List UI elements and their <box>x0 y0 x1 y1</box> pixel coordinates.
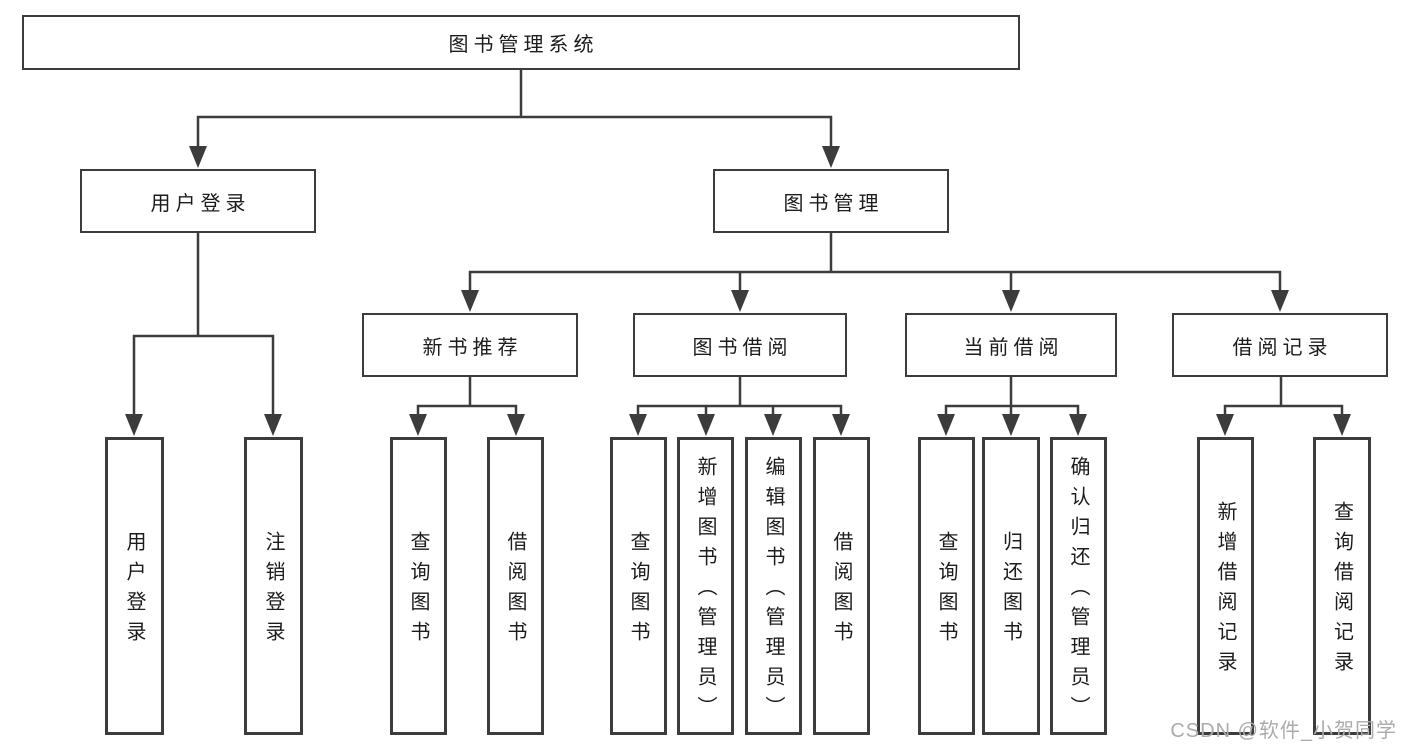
connector-book-borrowing-children <box>629 377 850 436</box>
node-library-management-system: 图书管理系统 <box>22 15 1020 70</box>
node-user-login-leaf: 用户登录 <box>105 437 164 735</box>
node-borrow-books-leaf: 借阅图书 <box>813 437 870 735</box>
node-edit-book-admin: 编辑图书（管理员） <box>745 437 802 735</box>
node-user-login: 用户登录 <box>80 169 316 233</box>
node-borrow-books-recommend: 借阅图书 <box>487 437 544 735</box>
node-add-borrow-record: 新增借阅记录 <box>1197 437 1254 735</box>
node-new-book-recommendation: 新书推荐 <box>362 313 578 377</box>
connector-borrowing-records-children <box>1216 377 1351 436</box>
watermark-text: CSDN @软件_小贺同学 <box>1170 720 1397 742</box>
node-confirm-return-admin: 确认归还（管理员） <box>1050 437 1107 735</box>
node-return-book: 归还图书 <box>982 437 1040 735</box>
connector-user-login-children <box>125 233 282 436</box>
connector-new-book-recommendation-children <box>409 377 525 436</box>
node-logout: 注销登录 <box>244 437 303 735</box>
node-borrowing-records: 借阅记录 <box>1172 313 1388 377</box>
node-book-management: 图书管理 <box>713 169 949 233</box>
node-query-books-recommend: 查询图书 <box>390 437 447 735</box>
node-query-borrow-record: 查询借阅记录 <box>1313 437 1371 735</box>
node-current-borrowing: 当前借阅 <box>905 313 1117 377</box>
node-query-books-borrowing: 查询图书 <box>610 437 667 735</box>
node-book-borrowing: 图书借阅 <box>633 313 847 377</box>
node-query-books-current: 查询图书 <box>918 437 975 735</box>
connector-book-management-children <box>461 233 1289 312</box>
connector-root-to-level2 <box>189 70 840 168</box>
node-add-book-admin: 新增图书（管理员） <box>677 437 734 735</box>
connector-current-borrowing-children <box>937 377 1087 436</box>
